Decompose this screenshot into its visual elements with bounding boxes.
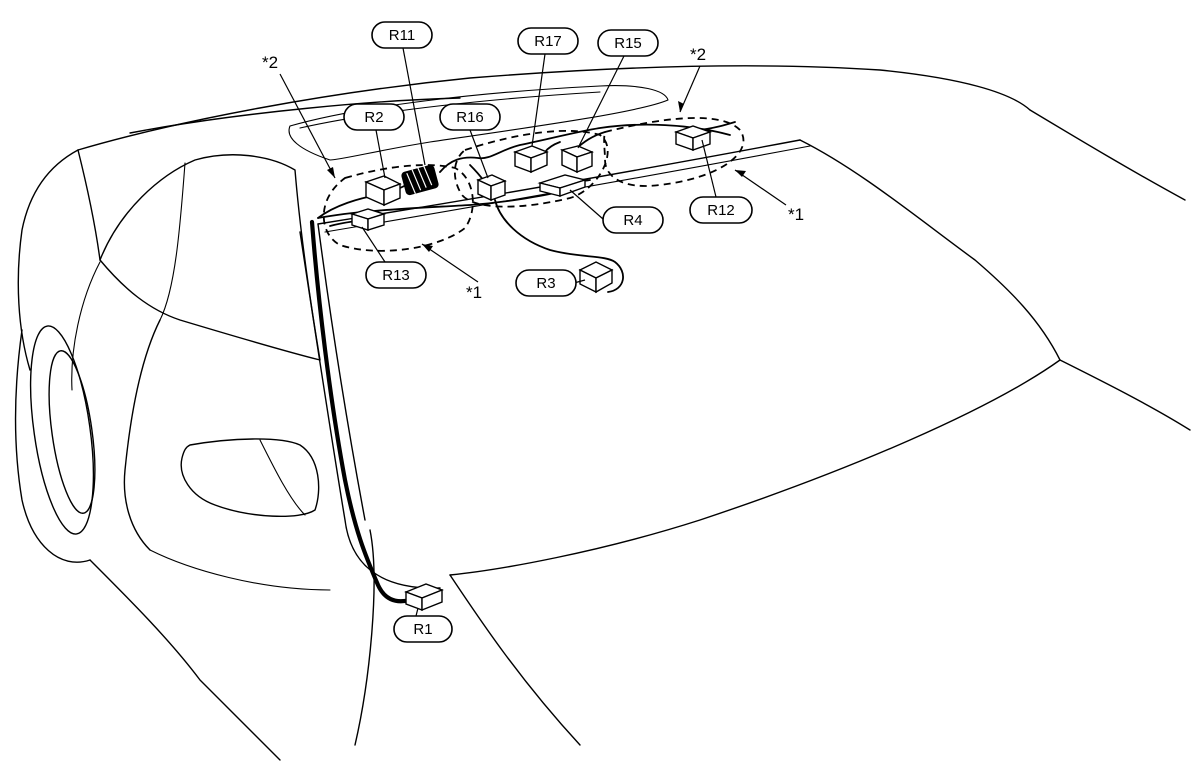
svg-text:R1: R1 [413, 621, 432, 638]
label-r17: R17 [517, 27, 579, 55]
connector-r4 [537, 174, 588, 197]
label-r4: R4 [602, 206, 664, 234]
note-star2-right: *2 [690, 45, 706, 64]
dashed-regions [322, 117, 745, 252]
connector-r16 [476, 174, 507, 202]
connector-r11 [401, 164, 439, 196]
svg-text:R13: R13 [382, 267, 410, 284]
label-r2: R2 [343, 103, 405, 131]
connectors [349, 125, 713, 612]
label-r13: R13 [365, 261, 427, 289]
svg-text:R12: R12 [707, 202, 735, 219]
svg-text:R16: R16 [456, 109, 484, 126]
connector-r1 [404, 583, 444, 612]
connector-r3 [578, 261, 614, 294]
label-r15: R15 [597, 29, 659, 57]
svg-text:R17: R17 [534, 33, 562, 50]
svg-text:R4: R4 [623, 212, 642, 229]
svg-text:R11: R11 [389, 27, 415, 44]
connector-labels: R11 R17 R15 R2 R16 R4 R12 R13 [343, 21, 753, 643]
svg-text:R15: R15 [614, 35, 642, 52]
leader-lines [279, 47, 787, 617]
notes: *2 *2 *1 *1 [262, 45, 804, 302]
svg-text:R2: R2 [364, 109, 383, 126]
note-star1-right: *1 [788, 205, 804, 224]
label-r3: R3 [515, 269, 577, 297]
note-star2-left: *2 [262, 53, 278, 72]
region-left [322, 164, 474, 252]
connector-r17 [512, 145, 549, 174]
label-r16: R16 [439, 103, 501, 131]
svg-text:R3: R3 [536, 275, 555, 292]
note-star1-left: *1 [466, 283, 482, 302]
label-r1: R1 [393, 615, 453, 643]
vehicle-outline [14, 65, 1191, 761]
label-r11: R11 [371, 21, 433, 49]
connector-r12 [673, 125, 713, 151]
connector-r2 [364, 175, 402, 207]
label-r12: R12 [689, 196, 753, 224]
connector-r15 [559, 145, 594, 174]
connector-r13 [349, 208, 387, 231]
region-right [603, 117, 745, 187]
a-pillar-harness [309, 219, 413, 604]
region-middle [453, 129, 609, 208]
